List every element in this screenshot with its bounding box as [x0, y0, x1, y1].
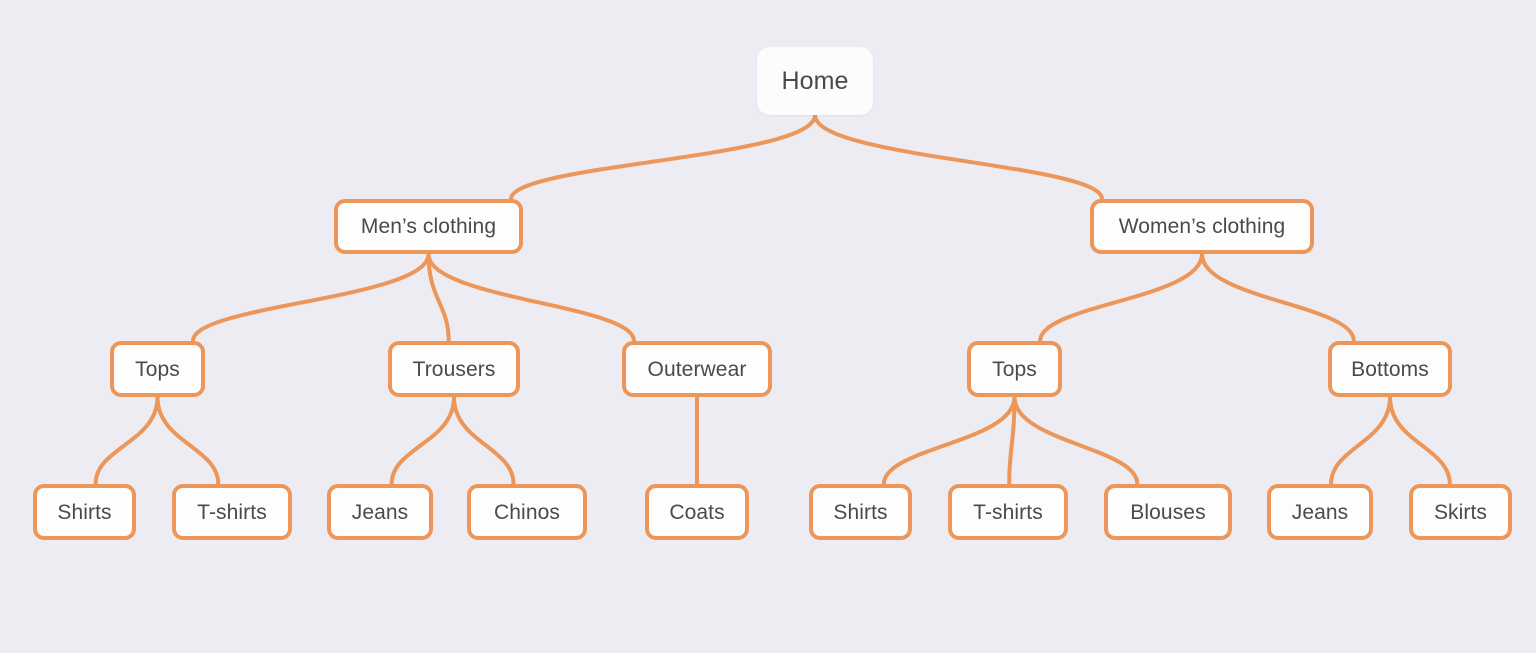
- tree-edge-w-tops-to-w-shirts: [881, 395, 1017, 486]
- tree-edge-mens-to-m-tops: [191, 252, 431, 343]
- tree-node-w-tshirts[interactable]: T-shirts: [948, 484, 1068, 540]
- tree-node-m-tops[interactable]: Tops: [110, 341, 205, 397]
- tree-node-m-trousers[interactable]: Trousers: [388, 341, 520, 397]
- tree-node-label: Trousers: [412, 357, 496, 381]
- tree-node-womens[interactable]: Women’s clothing: [1090, 199, 1314, 254]
- tree-edge-m-trousers-to-m-chinos: [452, 395, 516, 486]
- tree-node-w-skirts[interactable]: Skirts: [1409, 484, 1512, 540]
- tree-edge-womens-to-w-bottoms: [1200, 252, 1356, 343]
- tree-node-label: Skirts: [1433, 500, 1488, 524]
- tree-node-w-bottoms[interactable]: Bottoms: [1328, 341, 1452, 397]
- tree-node-m-tshirts[interactable]: T-shirts: [172, 484, 292, 540]
- tree-node-label: Shirts: [57, 500, 112, 524]
- tree-node-label: Men’s clothing: [360, 215, 497, 238]
- tree-edge-mens-to-m-outerwear: [426, 252, 636, 343]
- tree-node-label: Shirts: [833, 500, 888, 524]
- tree-node-home[interactable]: Home: [757, 47, 873, 115]
- tree-node-w-shirts[interactable]: Shirts: [809, 484, 912, 540]
- tree-node-label: Home: [781, 66, 849, 95]
- tree-node-label: Chinos: [494, 500, 560, 524]
- tree-node-m-jeans[interactable]: Jeans: [327, 484, 433, 540]
- tree-edge-home-to-womens: [813, 113, 1104, 201]
- tree-node-label: Blouses: [1130, 500, 1206, 524]
- tree-edge-w-tops-to-w-blouses: [1012, 395, 1140, 486]
- tree-edge-home-to-mens: [509, 113, 817, 201]
- tree-node-w-tops[interactable]: Tops: [967, 341, 1062, 397]
- tree-edge-w-bottoms-to-w-skirts: [1388, 395, 1452, 486]
- tree-node-label: T-shirts: [973, 500, 1043, 524]
- tree-node-label: Women’s clothing: [1118, 215, 1286, 238]
- tree-node-label: T-shirts: [197, 500, 267, 524]
- tree-node-label: Tops: [135, 357, 180, 381]
- tree-edge-m-tops-to-m-tshirts: [155, 395, 221, 486]
- tree-node-label: Jeans: [351, 500, 409, 524]
- tree-node-m-outerwear[interactable]: Outerwear: [622, 341, 772, 397]
- tree-edge-w-tops-to-w-tshirts: [1007, 395, 1017, 486]
- tree-node-m-shirts[interactable]: Shirts: [33, 484, 136, 540]
- tree-edge-w-bottoms-to-w-jeans: [1329, 395, 1392, 486]
- tree-node-label: Tops: [992, 357, 1037, 381]
- tree-node-w-blouses[interactable]: Blouses: [1104, 484, 1232, 540]
- tree-edge-mens-to-m-trousers: [426, 252, 451, 343]
- tree-edge-womens-to-w-tops: [1038, 252, 1204, 343]
- tree-node-label: Jeans: [1291, 500, 1349, 524]
- tree-node-mens[interactable]: Men’s clothing: [334, 199, 523, 254]
- tree-node-label: Coats: [669, 500, 725, 524]
- tree-edge-m-trousers-to-m-jeans: [389, 395, 456, 486]
- tree-node-w-jeans[interactable]: Jeans: [1267, 484, 1373, 540]
- tree-node-m-chinos[interactable]: Chinos: [467, 484, 587, 540]
- tree-node-m-coats[interactable]: Coats: [645, 484, 749, 540]
- tree-node-label: Bottoms: [1351, 357, 1429, 381]
- tree-node-label: Outerwear: [647, 357, 747, 381]
- tree-edge-m-tops-to-m-shirts: [93, 395, 160, 486]
